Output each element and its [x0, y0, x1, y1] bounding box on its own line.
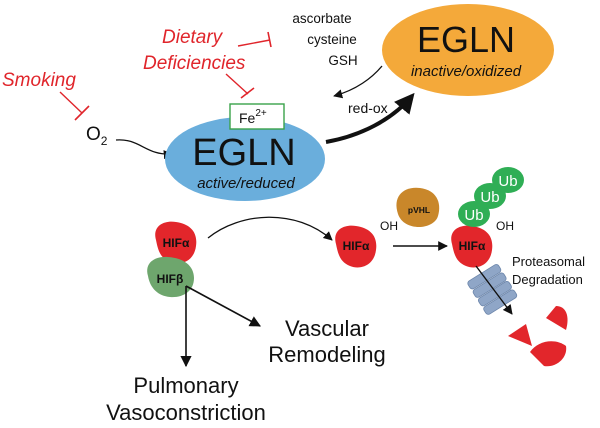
dietary-inhibit-line-down — [225, 73, 249, 95]
dietary-inhibit-line-right — [237, 39, 271, 47]
hif-beta-label: HIFβ — [157, 272, 184, 286]
egln-inactive-ellipse — [382, 4, 554, 96]
o2-to-egln-arrow — [115, 139, 173, 160]
dietary-label-line1: Dietary — [162, 27, 224, 48]
hif-alpha-label-right: HIFα — [459, 239, 486, 253]
ubiquitin-3 — [492, 167, 524, 193]
dietary-label-line2: Deficiencies — [143, 53, 246, 74]
fe-label: Fe2+ — [239, 108, 267, 126]
ascorbate-label: ascorbate — [292, 11, 351, 26]
oxidation-arrow — [325, 92, 415, 144]
egln-active-label: EGLN — [192, 132, 295, 174]
hif-alpha-label-left: HIFα — [163, 236, 190, 250]
hif-fragment-3 — [530, 341, 567, 367]
arrow-to-vascular — [185, 285, 261, 327]
oh-label-right: OH — [496, 219, 514, 233]
fe-cofactor-box — [229, 103, 285, 130]
hif-alpha-hydroxylated — [335, 225, 377, 268]
vascular-label-line2: Remodeling — [268, 342, 385, 367]
egln-inactive-label: EGLN — [417, 19, 515, 60]
ubiquitin-1 — [458, 201, 490, 227]
dietary-inhibit-bar-down — [240, 87, 255, 99]
redox-label: red-ox — [348, 100, 388, 116]
hif-beta-subunit — [147, 256, 194, 298]
proteasomal-label-line1: Proteasomal — [512, 254, 585, 269]
hif-fragment-2 — [546, 306, 568, 330]
degradation-arrow — [475, 265, 513, 315]
hif-alpha-ubiquitinated — [451, 225, 493, 268]
pvhl-protein — [396, 187, 440, 227]
pvhl-label: pVHL — [408, 205, 430, 215]
hif-alpha-subunit-left — [155, 221, 197, 264]
dietary-inhibit-bar-right — [267, 31, 272, 48]
reduction-arrow — [333, 65, 383, 99]
ub-label-3: Ub — [498, 173, 517, 190]
cysteine-label: cysteine — [307, 32, 357, 47]
pulmonary-label-line1: Pulmonary — [133, 373, 238, 398]
egln-inactive-state-label: inactive/oxidized — [411, 63, 522, 80]
egln-active-state-label: active/reduced — [197, 175, 295, 192]
proteasome — [467, 264, 518, 315]
oh-label-middle: OH — [380, 219, 398, 233]
hydroxylation-arrow — [207, 216, 333, 241]
smoking-inhibit-line — [59, 91, 83, 114]
vascular-label-line1: Vascular — [285, 316, 369, 341]
hif-alpha-label-middle: HIFα — [343, 239, 370, 253]
proteasomal-label-line2: Degradation — [512, 272, 583, 287]
egln-active-ellipse — [165, 117, 325, 201]
ub-label-2: Ub — [480, 189, 499, 206]
o2-label: O2 — [86, 124, 108, 148]
gsh-label: GSH — [328, 53, 357, 68]
smoking-inhibit-bar — [74, 105, 90, 121]
pulmonary-label-line2: Vasoconstriction — [106, 400, 266, 425]
ub-label-1: Ub — [464, 207, 483, 224]
hif-fragment-1 — [508, 324, 532, 346]
smoking-label: Smoking — [2, 70, 76, 91]
